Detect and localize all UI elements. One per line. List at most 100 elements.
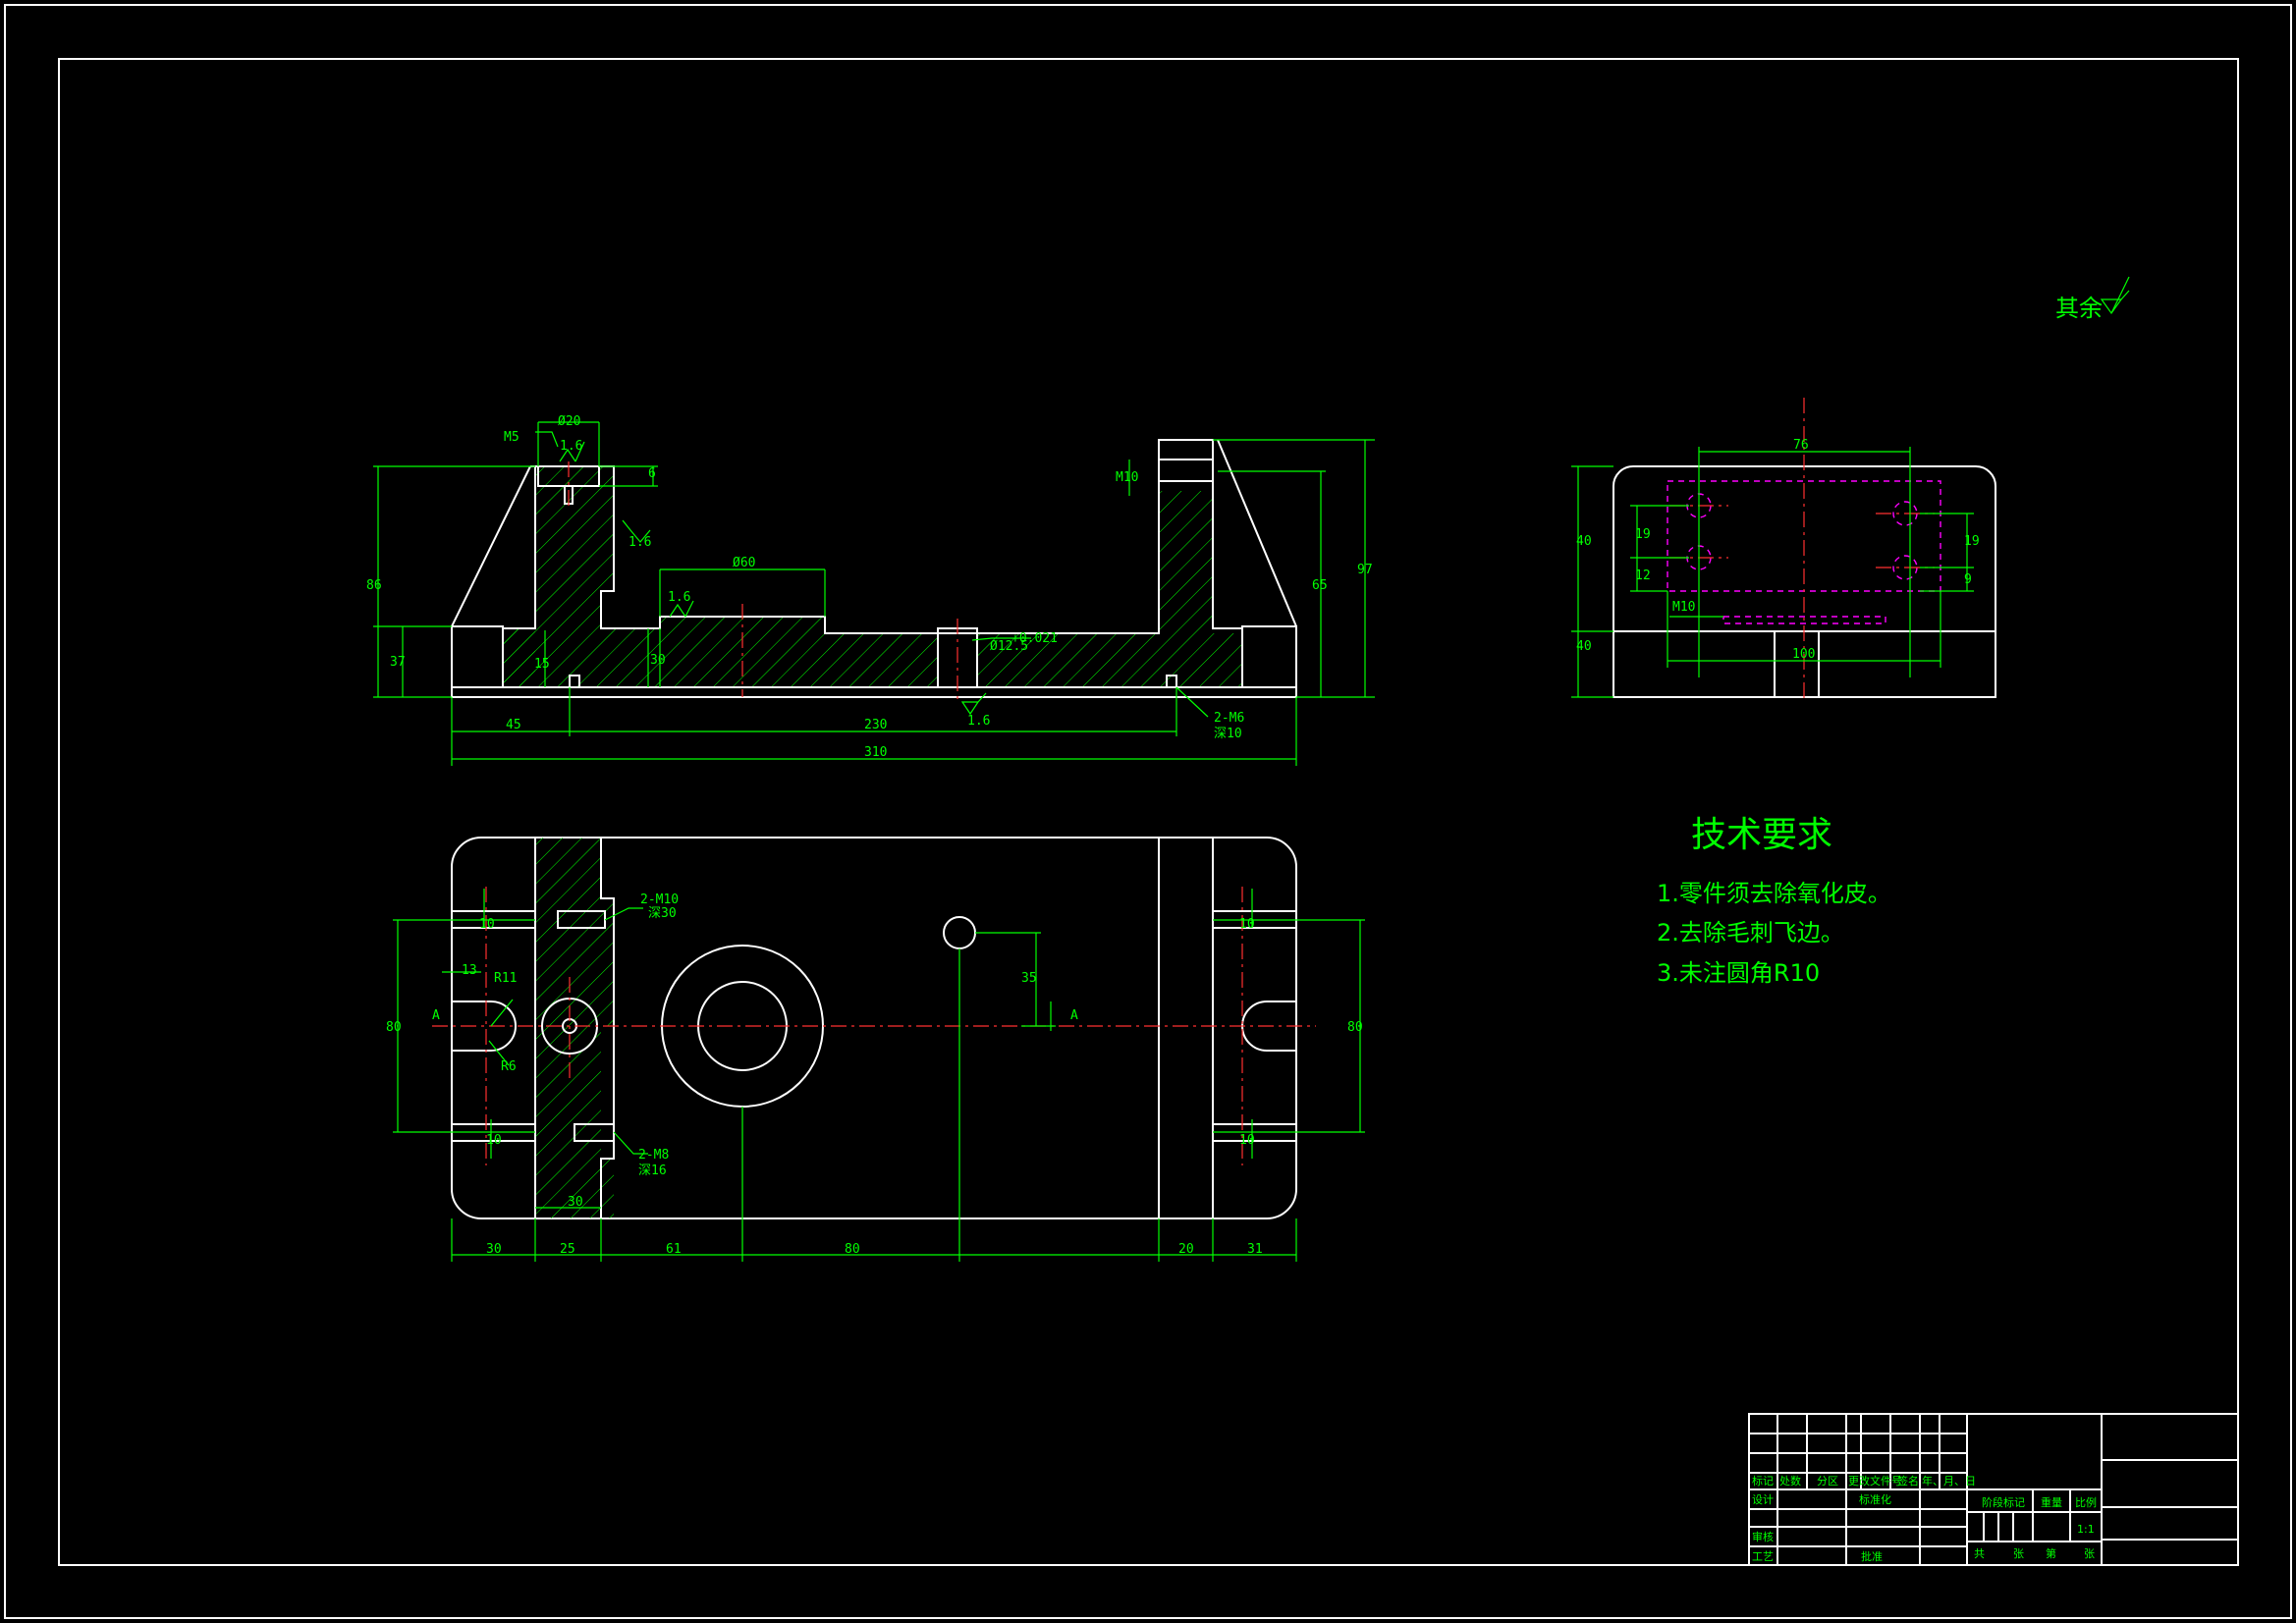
front-rib-right (1217, 439, 1297, 627)
side-dim-text: 76 40 40 19 12 19 9 M10 100 (1576, 438, 1980, 662)
dim-w100: 100 (1792, 647, 1815, 662)
roughness-note-text: 其余 (2055, 295, 2103, 322)
dim-w25: 25 (560, 1242, 575, 1257)
tb-zone: 分区 (1817, 1475, 1838, 1488)
side-dimensions (1571, 447, 1974, 698)
dim-w31: 31 (1247, 1242, 1263, 1257)
dim-h37: 37 (390, 655, 406, 670)
dim-r16a: 1.6 (560, 439, 582, 454)
top-dim-text: 2-M10 深30 10 13 R11 R6 80 10 2-M8 深16 30… (386, 893, 1363, 1257)
dim-h9: 9 (1964, 572, 1972, 587)
tech-item-3: 3.未注圆角R10 (1657, 959, 1820, 987)
dim-h15: 15 (534, 657, 550, 672)
tb-mark: 标记 (1752, 1474, 1774, 1488)
roughness-symbol-stroke (2110, 276, 2130, 314)
dim-side-m10: M10 (1672, 600, 1695, 615)
tb-review: 审核 (1752, 1530, 1774, 1543)
dim-h65: 65 (1312, 578, 1328, 593)
front-dim-text: M5 Ø20 1.6 6 1.6 Ø60 1.6 86 37 15 30 M10… (366, 414, 1373, 760)
front-section-hatch-base-right (977, 491, 1242, 687)
tech-requirements: 技术要求 1.零件须去除氧化皮。 2.去除毛刺飞边。 3.未注圆角R10 (1657, 815, 1891, 987)
dim-r6: R6 (501, 1059, 517, 1074)
side-slot (1774, 630, 1820, 698)
tb-count: 处数 (1779, 1475, 1801, 1488)
inner-frame (58, 58, 2239, 1566)
tech-item-2: 2.去除毛刺飞边。 (1657, 919, 1844, 947)
tb-standardize: 标准化 (1859, 1492, 1891, 1506)
top-view: 2-M10 深30 10 13 R11 R6 80 10 2-M8 深16 30… (386, 837, 1365, 1262)
dim-h80r: 80 (1347, 1020, 1363, 1035)
tech-title: 技术要求 (1691, 815, 1832, 855)
dim-r16d: 1.6 (967, 714, 990, 729)
dim-h12: 12 (1635, 568, 1651, 583)
dim-d10a: 10 (479, 917, 495, 932)
dim-deep16: 深16 (638, 1163, 667, 1178)
section-marker-a-right: A (1070, 1008, 1078, 1023)
dim-h80l: 80 (386, 1020, 402, 1035)
tb-weight: 重量 (2041, 1495, 2062, 1509)
dim-r16c: 1.6 (668, 590, 690, 605)
top-edge-2 (600, 838, 615, 1218)
dim-h40a: 40 (1576, 534, 1592, 549)
dim-d10c: 10 (1239, 917, 1255, 932)
tb-date: 年、月、日 (1922, 1474, 1976, 1488)
tb-sheet-unit: 张 (2013, 1547, 2024, 1560)
side-outline (1613, 465, 1996, 698)
dim-m10: M10 (1116, 470, 1138, 485)
dim-h40b: 40 (1576, 639, 1592, 654)
tb-sign: 签名 (1897, 1474, 1919, 1488)
dim-h19b: 19 (1964, 534, 1980, 549)
front-dimensions (373, 421, 1375, 766)
roughness-symbol-icon (2100, 290, 2130, 315)
side-view: 76 40 40 19 12 19 9 M10 100 (1571, 398, 1996, 702)
dim-w20: 20 (1178, 1242, 1194, 1257)
tb-change-doc: 更改文件号 (1848, 1474, 1902, 1488)
tb-design: 设计 (1752, 1493, 1774, 1506)
dim-w230: 230 (864, 718, 887, 732)
tb-sheet-no: 第 (2046, 1546, 2056, 1560)
dim-d10d: 10 (1239, 1133, 1255, 1148)
dim-deep30: 深30 (648, 906, 677, 921)
dim-m5: M5 (504, 430, 519, 445)
tb-scale: 1:1 (2077, 1523, 2095, 1536)
dim-d30b: 30 (568, 1195, 583, 1210)
top-hole-d12 (943, 916, 976, 949)
top-dimensions (393, 889, 1365, 1262)
slot-left (452, 1001, 517, 1052)
top-boss-outer (661, 945, 824, 1108)
side-hidden-2 (1722, 616, 1886, 624)
dim-d12: Ø12.5 (990, 639, 1028, 654)
dim-d35: 35 (1021, 971, 1037, 986)
front-tap-m6-right (1166, 675, 1177, 688)
dim-w30: 30 (486, 1242, 502, 1257)
title-block: 标记 处数 分区 更改文件号 签名 年、月、日 设计 标准化 审核 工艺 批准 … (1748, 1413, 2239, 1566)
dim-d13: 13 (462, 963, 477, 978)
dim-d6: 6 (648, 466, 656, 481)
dim-deep10: 深10 (1214, 727, 1242, 741)
dim-w310: 310 (864, 745, 887, 760)
dim-h30: 30 (650, 653, 666, 668)
dim-d10b: 10 (486, 1133, 502, 1148)
top-outline (451, 837, 1297, 1219)
front-tap-m10 (1158, 459, 1214, 482)
dim-w76: 76 (1793, 438, 1809, 453)
dim-h86: 86 (366, 578, 382, 593)
tb-process: 工艺 (1752, 1550, 1774, 1563)
dim-r16b: 1.6 (629, 535, 651, 550)
tb-stage: 阶段标记 (1982, 1495, 2025, 1509)
dim-n2m6: 2-M6 (1214, 711, 1244, 726)
section-marker-a-left: A (432, 1008, 440, 1023)
front-tap-m6-left (569, 675, 580, 688)
dim-tol: +0.021 (1011, 631, 1058, 646)
dim-w45: 45 (506, 718, 521, 732)
dim-h19a: 19 (1635, 527, 1651, 542)
tb-approve: 批准 (1861, 1549, 1883, 1563)
dim-n2m10: 2-M10 (640, 893, 679, 907)
tech-item-1: 1.零件须去除氧化皮。 (1657, 880, 1891, 907)
dim-h97: 97 (1357, 563, 1373, 577)
front-rib-left (451, 465, 535, 627)
tb-sheets: 共 (1974, 1547, 1985, 1560)
dim-d20: Ø20 (558, 414, 580, 429)
outer-frame (4, 4, 2292, 1619)
